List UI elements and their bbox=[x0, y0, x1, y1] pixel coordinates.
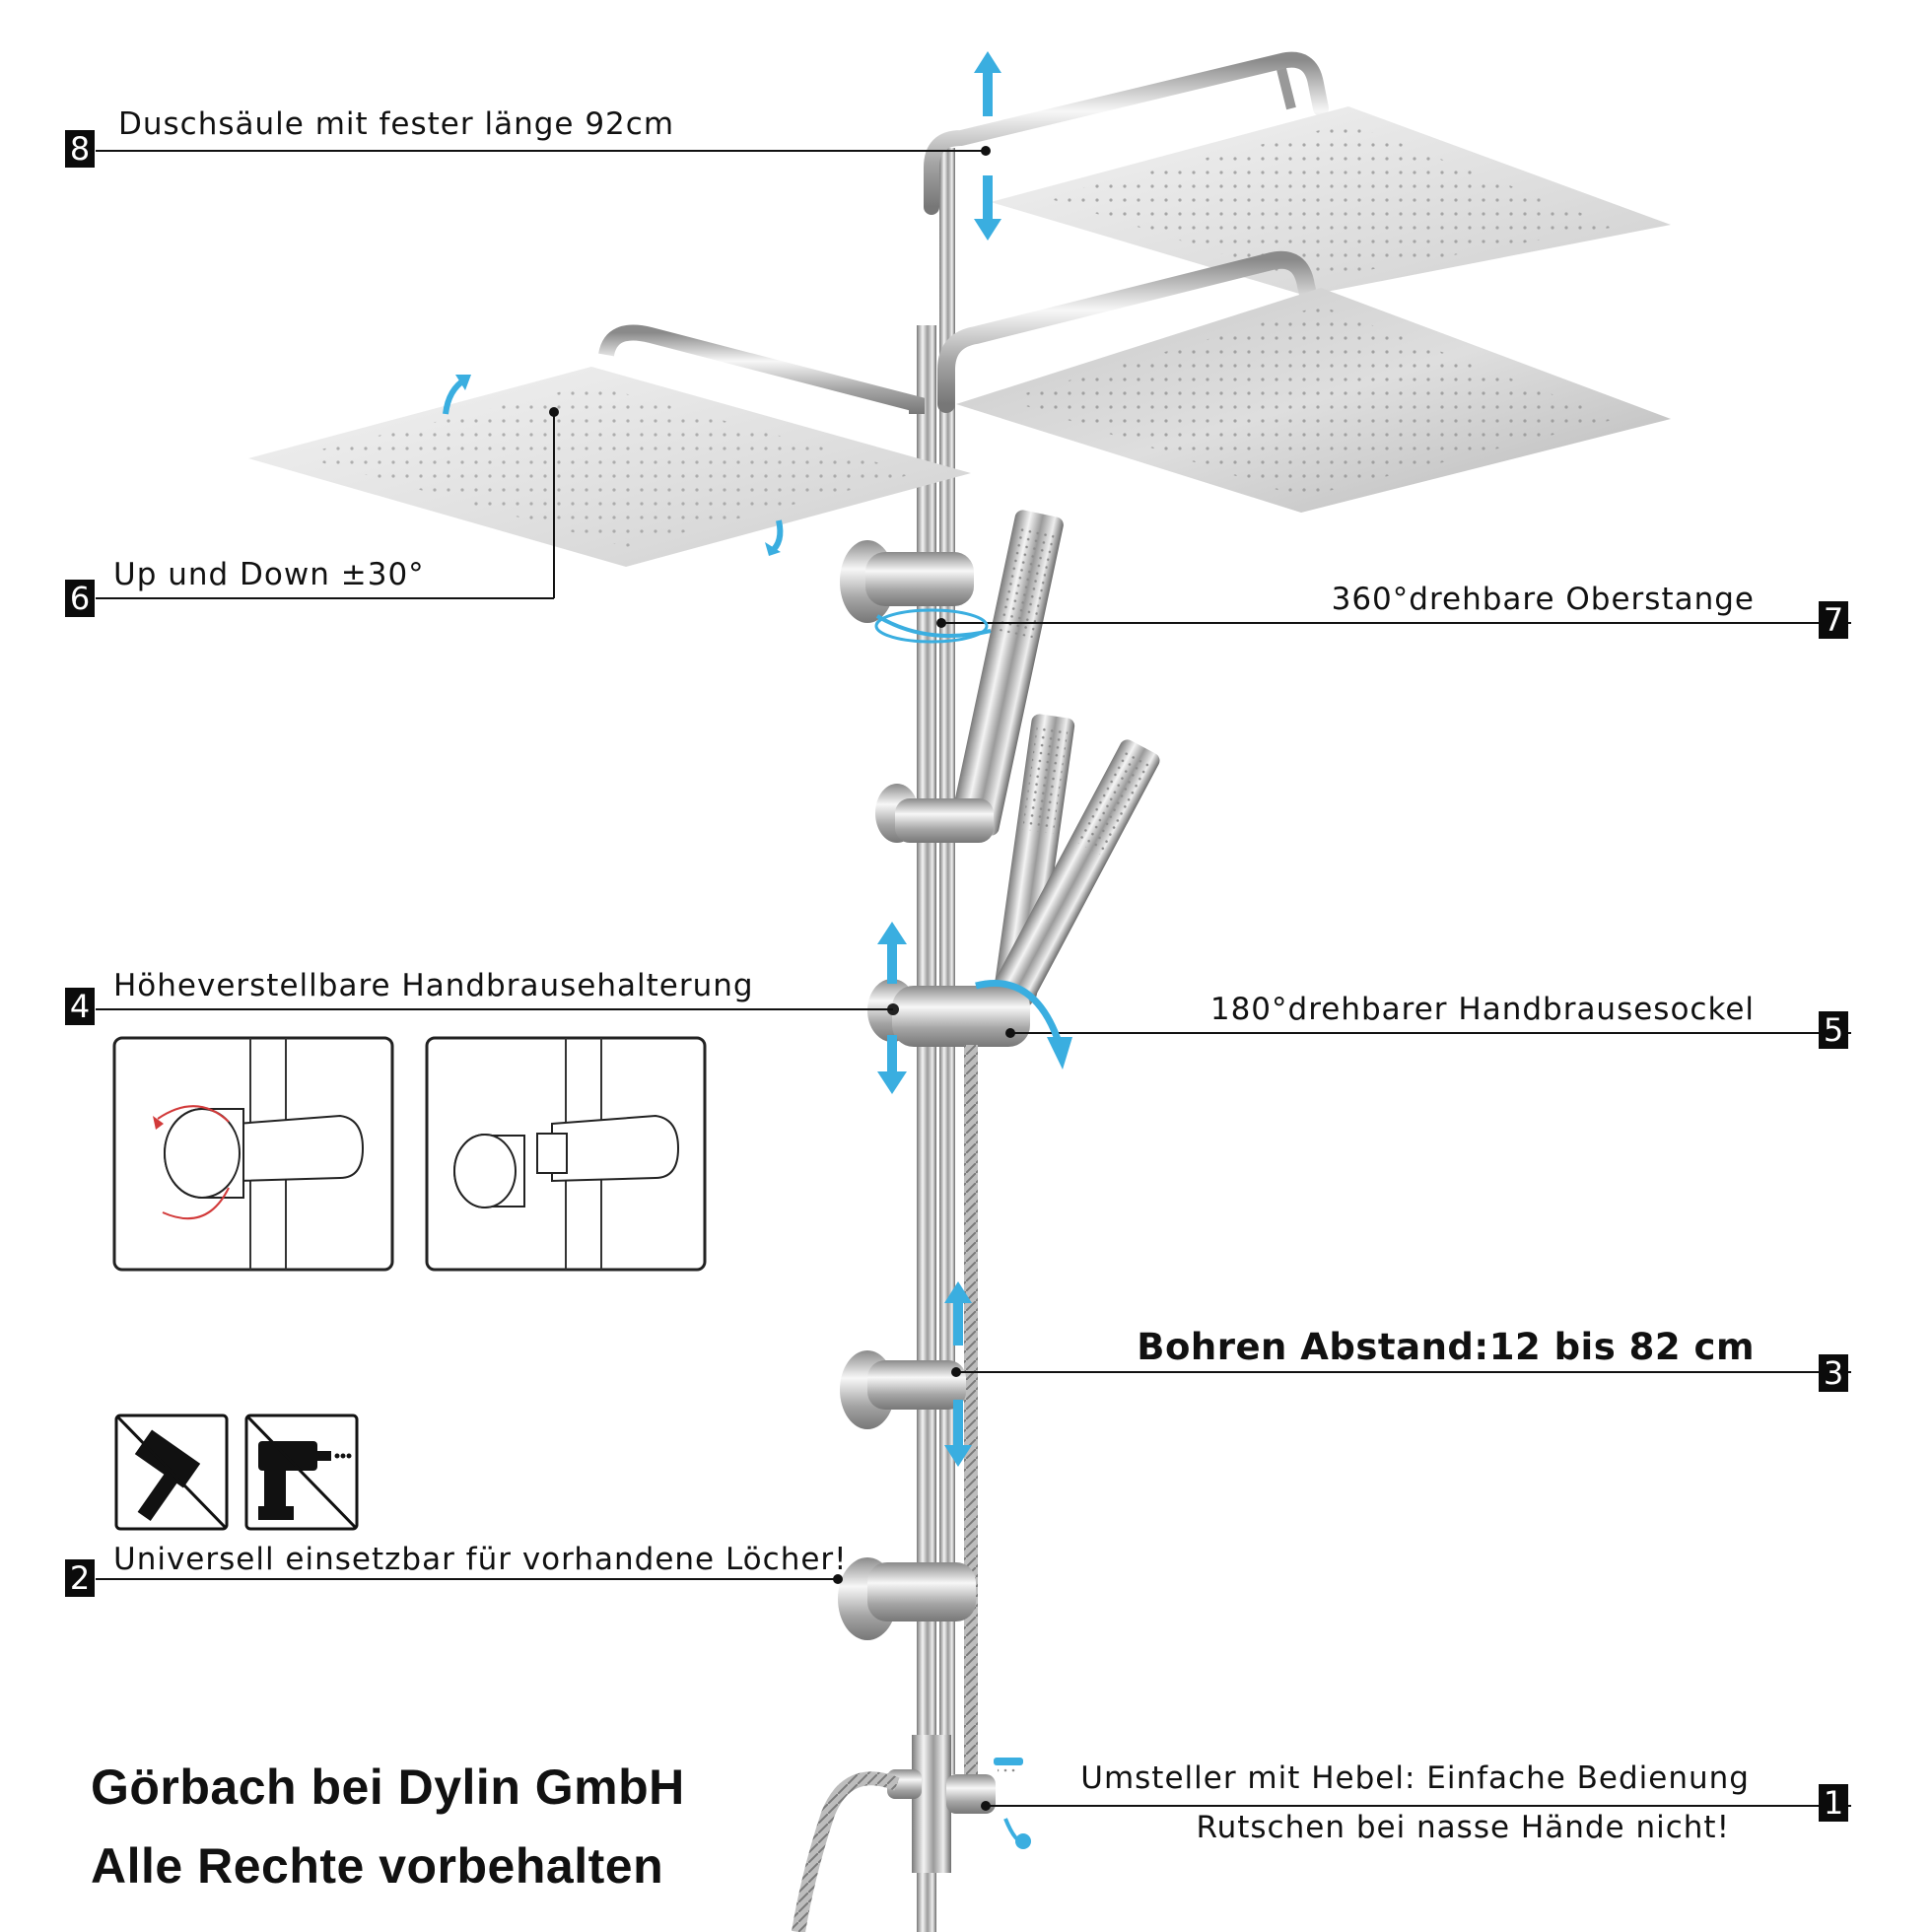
callout-label-diverter: Umsteller mit Hebel: Einfache Bedienung bbox=[1080, 1760, 1750, 1796]
copyright-notice: Alle Rechte vorbehalten bbox=[91, 1838, 664, 1894]
callout-badge-2: 2 bbox=[65, 1559, 95, 1597]
callout-label-drill-distance: Bohren Abstand:12 bis 82 cm bbox=[1137, 1326, 1755, 1368]
callout-label-rotating-bar: 360°drehbare Oberstange bbox=[1331, 582, 1755, 617]
callout-label-holder-base: 180°drehbarer Handbrausesockel bbox=[1209, 992, 1755, 1027]
callout-badge-3: 3 bbox=[1819, 1354, 1848, 1392]
callout-badge-4: 4 bbox=[65, 988, 95, 1025]
callout-badge-5: 5 bbox=[1819, 1011, 1848, 1049]
callout-badge-6: 6 bbox=[65, 580, 95, 617]
callout-label-column-length: Duschsäule mit fester länge 92cm bbox=[118, 106, 675, 142]
callout-badge-7: 7 bbox=[1819, 601, 1848, 639]
callout-label-holder: Höheverstellbare Handbrausehalterung bbox=[113, 968, 754, 1003]
callout-label-diverter-note: Rutschen bei nasse Hände nicht! bbox=[1196, 1810, 1730, 1845]
callout-badge-8: 8 bbox=[65, 130, 95, 168]
callout-label-tilt: Up und Down ±30° bbox=[113, 557, 425, 592]
company-name: Görbach bei Dylin GmbH bbox=[91, 1760, 685, 1815]
callout-label-universal: Universell einsetzbar für vorhandene Löc… bbox=[113, 1542, 848, 1577]
callout-badge-1: 1 bbox=[1819, 1784, 1848, 1822]
